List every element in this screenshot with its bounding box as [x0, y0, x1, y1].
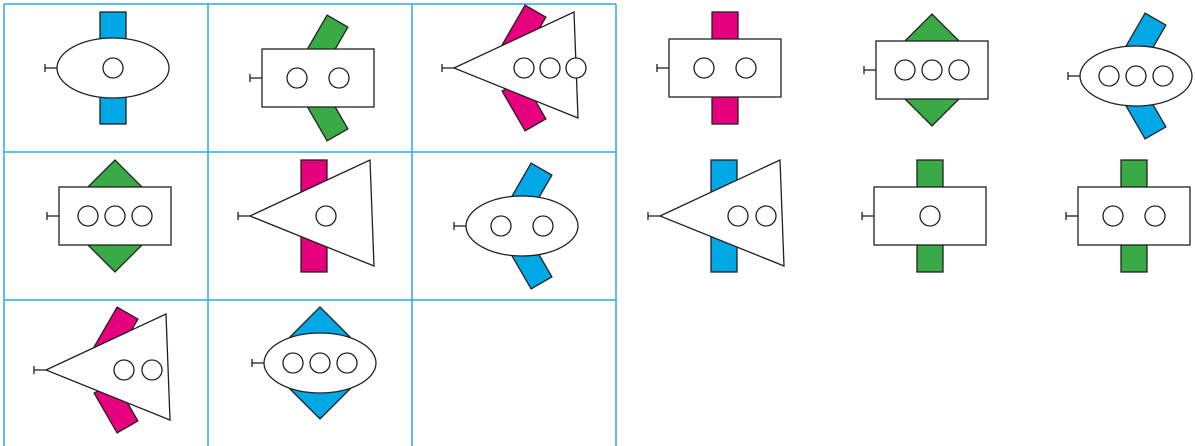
window-circle	[566, 58, 586, 78]
spaceship-figure	[442, 5, 586, 131]
windows	[514, 58, 586, 78]
windows	[920, 206, 940, 226]
body-ellipse	[466, 196, 578, 256]
spaceship-figure	[657, 12, 781, 124]
spaceship-figure	[1068, 13, 1192, 139]
window-circle	[287, 68, 307, 88]
window-circle	[105, 206, 125, 226]
body-rectangle	[669, 39, 781, 97]
window-circle	[1145, 206, 1165, 226]
window-circle	[1103, 206, 1123, 226]
window-circle	[895, 60, 915, 80]
spaceship-figure	[250, 15, 374, 141]
body-rectangle	[1078, 187, 1190, 245]
window-circle	[78, 206, 98, 226]
answer-options	[648, 12, 1192, 272]
window-circle	[922, 60, 942, 80]
spaceship-figure	[34, 307, 170, 433]
spaceship-figure	[45, 12, 169, 124]
window-circle	[316, 206, 336, 226]
window-circle	[949, 60, 969, 80]
window-circle	[329, 68, 349, 88]
spaceship-figure	[862, 160, 986, 272]
body-rectangle	[262, 49, 374, 107]
window-circle	[1153, 66, 1173, 86]
window-circle	[337, 353, 357, 373]
spaceship-figure	[252, 307, 376, 419]
window-circle	[533, 216, 553, 236]
window-circle	[514, 58, 534, 78]
window-circle	[132, 206, 152, 226]
window-circle	[694, 58, 714, 78]
spaceship-figure	[47, 160, 171, 272]
windows	[283, 353, 357, 373]
window-circle	[283, 353, 303, 373]
window-circle	[491, 216, 511, 236]
windows	[316, 206, 336, 226]
window-circle	[142, 360, 162, 380]
window-circle	[540, 58, 560, 78]
windows	[1099, 66, 1173, 86]
windows	[895, 60, 969, 80]
spaceship-figure	[238, 160, 374, 272]
window-circle	[920, 206, 940, 226]
window-circle	[1126, 66, 1146, 86]
window-circle	[114, 360, 134, 380]
window-circle	[756, 206, 776, 226]
window-circle	[728, 206, 748, 226]
spaceship-figure	[864, 14, 988, 126]
spaceship-figure	[1066, 160, 1190, 272]
window-circle	[736, 58, 756, 78]
window-circle	[103, 58, 123, 78]
windows	[103, 58, 123, 78]
window-circle	[310, 353, 330, 373]
windows	[78, 206, 152, 226]
matrix-figures	[34, 5, 586, 433]
spaceship-figure	[454, 163, 578, 289]
window-circle	[1099, 66, 1119, 86]
spaceship-figure	[648, 160, 784, 272]
